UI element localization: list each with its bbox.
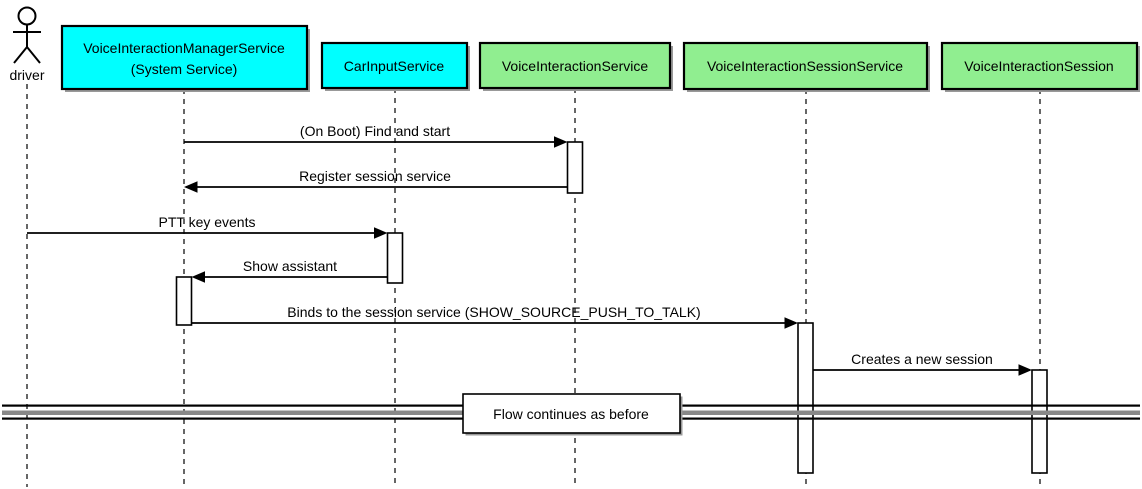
activation-voiceinteractionsessionservice bbox=[797, 322, 814, 474]
arrowhead-left-icon bbox=[184, 181, 198, 193]
participant-voiceinteractionsessionservice: VoiceInteractionSessionService bbox=[682, 41, 930, 92]
arrowhead-right-icon bbox=[784, 317, 798, 329]
message-label: PTT key events bbox=[158, 214, 255, 230]
divider-label: Flow continues as before bbox=[493, 406, 649, 422]
participant-name: CarInputService bbox=[344, 58, 445, 74]
message-register-session-service: Register session service bbox=[184, 168, 568, 193]
divider-label-box bbox=[462, 393, 681, 434]
divider-flow-continues: Flow continues as before bbox=[2, 393, 1140, 436]
participant-subname: (System Service) bbox=[131, 61, 238, 77]
participant-voiceinteractionsession: VoiceInteractionSession bbox=[940, 41, 1140, 92]
message-binds-to-session-service: Binds to the session service (SHOW_SOURC… bbox=[191, 304, 798, 329]
activation-voiceinteractionsession bbox=[1031, 369, 1048, 474]
participant-name: VoiceInteractionSessionService bbox=[707, 58, 903, 74]
message-label: Register session service bbox=[299, 168, 451, 184]
arrowhead-left-icon bbox=[191, 271, 205, 283]
participant-box bbox=[60, 24, 309, 91]
message-label: Show assistant bbox=[243, 258, 337, 274]
message-label: (On Boot) Find and start bbox=[300, 123, 450, 139]
participant-name: VoiceInteractionSession bbox=[964, 58, 1113, 74]
participant-box bbox=[320, 41, 469, 90]
message-label: Binds to the session service (SHOW_SOURC… bbox=[287, 304, 700, 320]
participant-name: VoiceInteractionManagerService bbox=[83, 40, 285, 56]
message-show-assistant: Show assistant bbox=[191, 258, 388, 283]
participant-box bbox=[478, 41, 672, 90]
activation-carinputservice bbox=[386, 232, 404, 284]
arrowhead-right-icon bbox=[1018, 364, 1032, 376]
actor-driver-label: driver bbox=[9, 67, 44, 83]
person-icon bbox=[13, 6, 41, 64]
message-on-boot-find-and-start: (On Boot) Find and start bbox=[184, 123, 568, 148]
arrowhead-right-icon bbox=[374, 227, 388, 239]
participant-box bbox=[940, 41, 1139, 91]
activation-bars bbox=[175, 141, 1048, 474]
message-label: Creates a new session bbox=[851, 351, 993, 367]
arrowhead-right-icon bbox=[554, 136, 568, 148]
participant-box bbox=[682, 41, 929, 91]
activation-voiceinteractionservice bbox=[566, 141, 584, 194]
message-creates-a-new-session: Creates a new session bbox=[813, 351, 1032, 376]
participant-voiceinteractionmanagerservice: VoiceInteractionManagerService (System S… bbox=[60, 24, 310, 92]
activation-voiceinteractionmanagerservice bbox=[175, 276, 193, 326]
participant-carinputservice: CarInputService bbox=[320, 41, 470, 91]
message-ptt-key-events: PTT key events bbox=[27, 214, 388, 239]
participant-name: VoiceInteractionService bbox=[502, 58, 649, 74]
participant-voiceinteractionservice: VoiceInteractionService bbox=[478, 41, 673, 91]
actor-driver: driver bbox=[9, 6, 45, 83]
